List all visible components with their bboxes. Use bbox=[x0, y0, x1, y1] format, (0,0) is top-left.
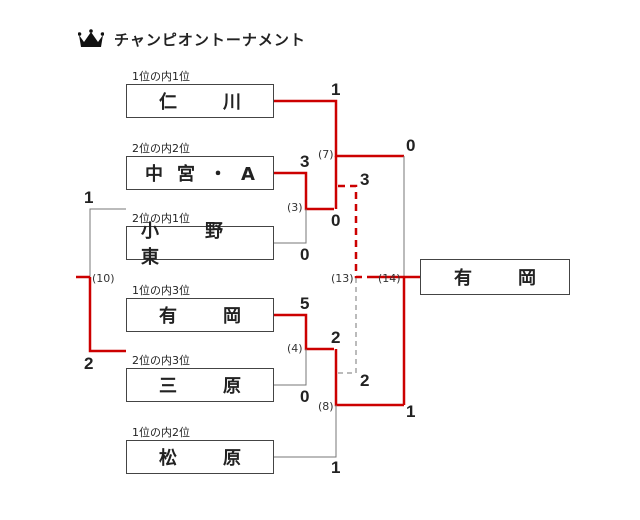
match-number-8: (8) bbox=[318, 400, 334, 413]
match-number-7: (7) bbox=[318, 148, 334, 161]
match-number-3: (3) bbox=[287, 201, 303, 214]
seed-label-2: 2位の内2位 bbox=[132, 142, 190, 155]
seed-label-6: 1位の内2位 bbox=[132, 426, 190, 439]
score-m4-top: 5 bbox=[300, 294, 310, 313]
line-m10-top bbox=[89, 208, 126, 277]
line-m10-bottom bbox=[88, 277, 126, 353]
line-m7-winner bbox=[274, 99, 404, 158]
score-m7-top: 1 bbox=[331, 80, 341, 99]
score-m10-bottom: 2 bbox=[84, 354, 94, 373]
line-m3-loser bbox=[274, 209, 307, 244]
match-number-10: (10) bbox=[92, 272, 115, 285]
champion-box: 有 岡 bbox=[420, 259, 570, 295]
seed-label-3: 2位の内1位 bbox=[132, 212, 190, 225]
line-m8-loser bbox=[274, 405, 337, 458]
line-m13-top bbox=[338, 184, 372, 279]
line-m8-winner bbox=[334, 349, 404, 407]
team-box-1: 仁 川 bbox=[126, 84, 274, 118]
score-m13-bottom: 2 bbox=[360, 371, 370, 390]
score-m3-bottom: 0 bbox=[331, 211, 341, 230]
seed-label-4: 1位の内3位 bbox=[132, 284, 190, 297]
page-title: チャンピオントーナメント bbox=[114, 30, 306, 49]
seed-label-5: 2位の内3位 bbox=[132, 354, 190, 367]
match-number-13: (13) bbox=[331, 272, 354, 285]
score-m14-bottom: 1 bbox=[406, 402, 416, 421]
score-m8-top: 2 bbox=[331, 328, 341, 347]
score-m10-top: 1 bbox=[84, 188, 94, 207]
score-m3-top: 3 bbox=[300, 152, 310, 171]
match-number-14: (14) bbox=[378, 272, 401, 285]
team-box-4: 有 岡 bbox=[126, 298, 274, 332]
line-m13-bottom bbox=[338, 277, 357, 374]
score-m7-bottom: 0 bbox=[300, 245, 310, 264]
team-box-5: 三 原 bbox=[126, 368, 274, 402]
score-m13-top: 3 bbox=[360, 170, 370, 189]
match-number-4: (4) bbox=[287, 342, 303, 355]
crown-icon bbox=[78, 29, 104, 49]
score-m4-bottom: 0 bbox=[300, 387, 310, 406]
line-m4-loser bbox=[274, 349, 307, 386]
score-m14-top: 0 bbox=[406, 136, 416, 155]
team-box-6: 松 原 bbox=[126, 440, 274, 474]
seed-label-1: 1位の内1位 bbox=[132, 70, 190, 83]
line-m3-winner bbox=[274, 171, 334, 211]
team-box-2: 中宮・A bbox=[126, 156, 274, 190]
score-m8-bottom: 1 bbox=[331, 458, 341, 477]
tournament-title: チャンピオントーナメント bbox=[78, 24, 306, 54]
team-box-3: 小 野 東 bbox=[126, 221, 274, 268]
line-m4-winner bbox=[274, 313, 334, 351]
